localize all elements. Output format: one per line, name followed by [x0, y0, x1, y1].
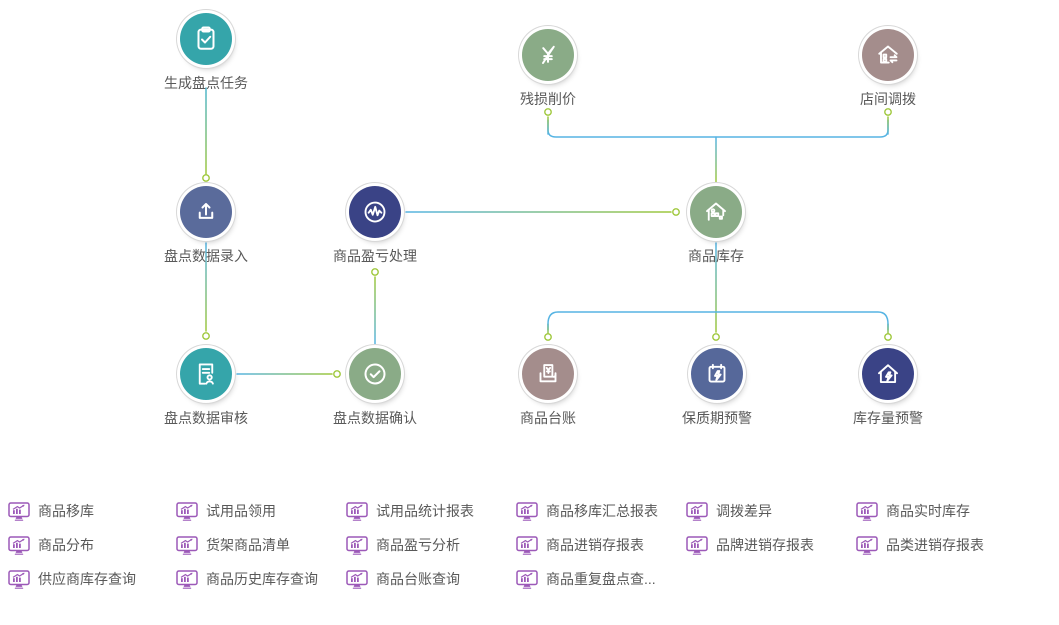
menu-item-label: 试用品统计报表: [376, 503, 474, 519]
store-transfer-icon: [878, 45, 898, 64]
monitor-chart-icon: [346, 501, 368, 521]
menu-item-relocation-summary-report[interactable]: 商品移库汇总报表: [516, 501, 686, 521]
profit-loss-processing-node: 商品盈亏处理: [300, 186, 450, 265]
count-data-entry-node: 盘点数据录入: [131, 186, 281, 265]
node-label: 保质期预警: [682, 410, 752, 426]
count-data-confirm-button[interactable]: [349, 348, 401, 400]
node-label: 商品盈亏处理: [333, 248, 417, 264]
stock-level-warning-node: 库存量预警: [813, 348, 963, 427]
monitor-chart-icon: [8, 535, 30, 555]
node-label: 盘点数据录入: [164, 248, 248, 264]
menu-item-product-distribution[interactable]: 商品分布: [8, 535, 176, 555]
menu-item-label: 商品实时库存: [886, 503, 970, 519]
shelf-life-warning-node: 保质期预警: [642, 348, 792, 427]
connector-lines: [205, 87, 889, 375]
store-transfer-button[interactable]: [862, 29, 914, 81]
menu-item-label: 商品重复盘点查...: [546, 571, 656, 587]
menu-item-history-inventory-query[interactable]: 商品历史库存查询: [176, 569, 346, 589]
node-label: 店间调拨: [860, 91, 916, 107]
product-inventory-node: 商品库存: [641, 186, 791, 265]
count-data-entry-button[interactable]: [180, 186, 232, 238]
monitor-chart-icon: [176, 501, 198, 521]
menu-item-shelf-product-list[interactable]: 货架商品清单: [176, 535, 346, 555]
menu-item-trial-product-requisition[interactable]: 试用品领用: [176, 501, 346, 521]
warehouse-icon: [706, 202, 726, 221]
monitor-chart-icon: [8, 569, 30, 589]
stock-level-warning-button[interactable]: [862, 348, 914, 400]
monitor-chart-icon: [516, 569, 538, 589]
menu-item-brand-pss-report[interactable]: 品牌进销存报表: [686, 535, 856, 555]
node-label: 商品台账: [520, 410, 576, 426]
pulse-icon: [364, 201, 386, 223]
menu-item-category-pss-report[interactable]: 品类进销存报表: [856, 535, 1056, 555]
damaged-markdown-button[interactable]: [522, 29, 574, 81]
menu-item-label: 品类进销存报表: [886, 537, 984, 553]
menu-item-realtime-inventory[interactable]: 商品实时库存: [856, 501, 1056, 521]
node-label: 生成盘点任务: [164, 75, 248, 91]
generate-count-task-node: 生成盘点任务: [131, 13, 281, 92]
monitor-chart-icon: [8, 501, 30, 521]
monitor-chart-icon: [516, 501, 538, 521]
monitor-chart-icon: [346, 569, 368, 589]
flow-diagram: 生成盘点任务 残损削价: [131, 13, 963, 427]
report-menu-grid: 商品移库 试用品领用 试用品统计报表 商品移库汇总报表 调拨差异 商品实时库存 …: [8, 494, 1056, 596]
product-inventory-button[interactable]: [690, 186, 742, 238]
menu-item-label: 调拨差异: [716, 503, 772, 519]
monitor-chart-icon: [346, 535, 368, 555]
menu-item-label: 商品移库汇总报表: [546, 503, 658, 519]
generate-count-task-button[interactable]: [180, 13, 232, 65]
monitor-chart-icon: [856, 535, 878, 555]
menu-item-label: 商品分布: [38, 537, 94, 553]
menu-item-duplicate-count-query[interactable]: 商品重复盘点查...: [516, 569, 686, 589]
yen-slash-icon: [542, 45, 555, 64]
menu-item-label: 货架商品清单: [206, 537, 290, 553]
flow-connectors: [202, 87, 892, 378]
menu-item-ledger-query[interactable]: 商品台账查询: [346, 569, 516, 589]
menu-item-label: 商品台账查询: [376, 571, 460, 587]
menu-item-label: 品牌进销存报表: [716, 537, 814, 553]
product-ledger-button[interactable]: [522, 348, 574, 400]
count-data-confirm-node: 盘点数据确认: [300, 348, 450, 427]
product-ledger-node: 商品台账: [473, 348, 623, 427]
node-label: 残损削价: [520, 91, 576, 107]
menu-item-label: 商品移库: [38, 503, 94, 519]
count-data-review-node: 盘点数据审核: [131, 348, 281, 427]
calendar-alert-icon: [708, 363, 726, 383]
node-label: 商品库存: [688, 248, 744, 264]
count-data-review-button[interactable]: [180, 348, 232, 400]
monitor-chart-icon: [176, 569, 198, 589]
damaged-markdown-node: 残损削价: [473, 29, 623, 108]
menu-item-label: 供应商库存查询: [38, 571, 136, 587]
menu-item-purchase-sale-stock-report[interactable]: 商品进销存报表: [516, 535, 686, 555]
profit-loss-processing-button[interactable]: [349, 186, 401, 238]
shelf-life-warning-button[interactable]: [691, 348, 743, 400]
connector-rings: [202, 108, 892, 378]
menu-item-profit-loss-analysis[interactable]: 商品盈亏分析: [346, 535, 516, 555]
monitor-chart-icon: [686, 501, 708, 521]
menu-item-label: 商品盈亏分析: [376, 537, 460, 553]
check-circle-icon: [364, 363, 386, 385]
ledger-icon: [539, 364, 557, 383]
menu-item-label: 商品历史库存查询: [206, 571, 318, 587]
menu-item-trial-product-stats-report[interactable]: 试用品统计报表: [346, 501, 516, 521]
monitor-chart-icon: [686, 535, 708, 555]
audit-doc-icon: [198, 363, 214, 385]
menu-item-transfer-difference[interactable]: 调拨差异: [686, 501, 856, 521]
node-label: 盘点数据确认: [333, 410, 417, 426]
node-label: 盘点数据审核: [164, 410, 248, 426]
monitor-chart-icon: [856, 501, 878, 521]
menu-item-label: 试用品领用: [206, 503, 276, 519]
menu-item-supplier-inventory-query[interactable]: 供应商库存查询: [8, 569, 176, 589]
house-alert-icon: [878, 364, 898, 383]
menu-item-label: 商品进销存报表: [546, 537, 644, 553]
monitor-chart-icon: [516, 535, 538, 555]
store-transfer-node: 店间调拨: [813, 29, 963, 108]
node-label: 库存量预警: [853, 410, 923, 426]
clipboard-check-icon: [197, 26, 215, 50]
upload-icon: [198, 203, 214, 219]
monitor-chart-icon: [176, 535, 198, 555]
menu-item-product-relocation[interactable]: 商品移库: [8, 501, 176, 521]
